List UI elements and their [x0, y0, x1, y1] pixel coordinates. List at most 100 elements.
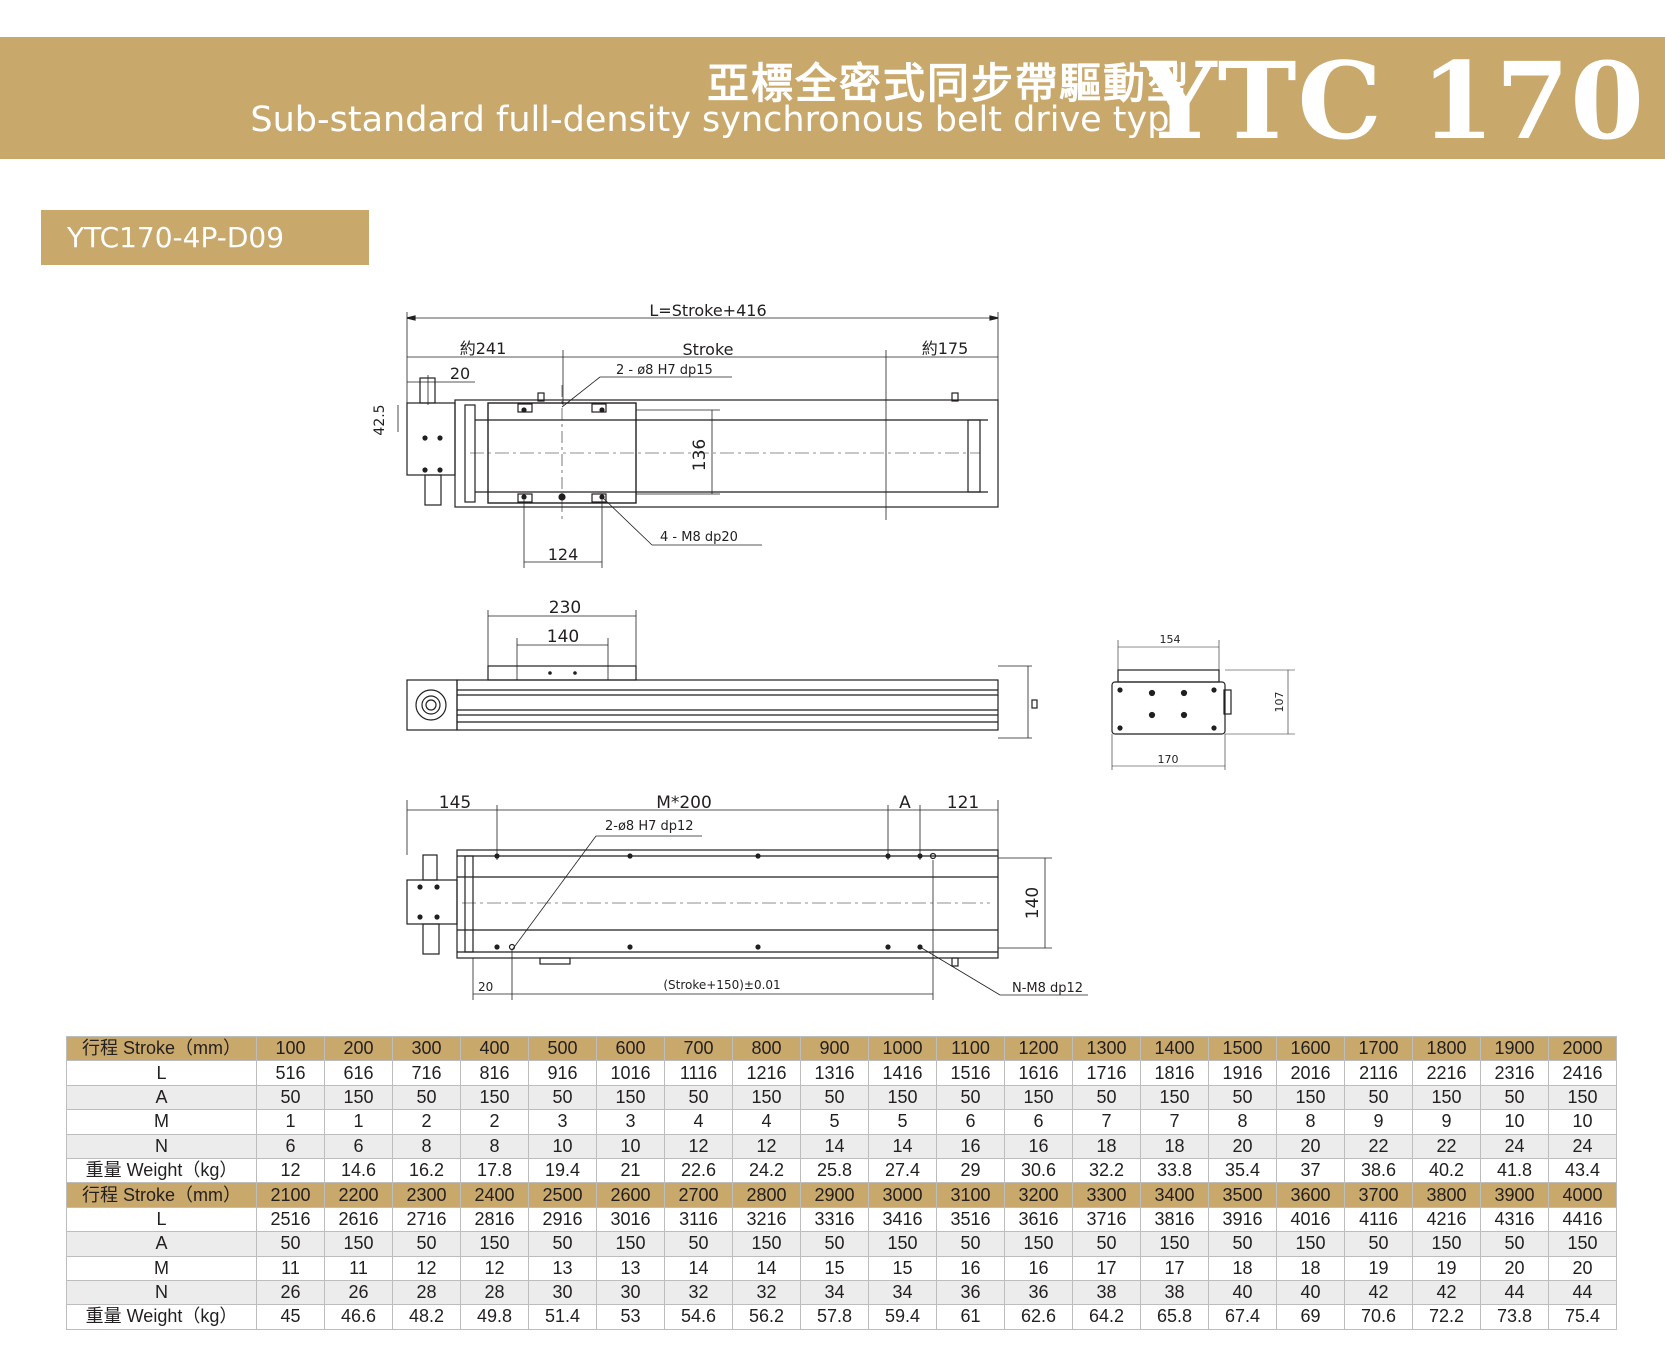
table-cell: 30.6 — [1004, 1157, 1073, 1184]
table-cell: 27.4 — [868, 1157, 937, 1184]
table-cell: 32 — [664, 1279, 733, 1306]
table-cell: 1800 — [1412, 1035, 1481, 1062]
table-cell: 29 — [936, 1157, 1005, 1184]
table-cell: 16 — [1004, 1255, 1073, 1281]
table-cell: 8 — [1208, 1109, 1277, 1135]
title-chinese: 亞標全密式同步帶驅動型 — [706, 59, 1191, 108]
table-cell: 2000 — [1548, 1035, 1617, 1062]
table-cell: 12 — [256, 1157, 325, 1184]
table-cell: 150 — [1276, 1231, 1345, 1257]
table-cell: 53 — [596, 1304, 665, 1330]
table-cell: 3500 — [1208, 1182, 1277, 1208]
table-cell: 6 — [1004, 1109, 1073, 1135]
table-cell: 2100 — [256, 1182, 325, 1208]
table-cell: 10 — [1480, 1109, 1549, 1135]
table-cell: 1516 — [936, 1060, 1005, 1086]
table-cell: 11 — [256, 1255, 325, 1281]
dim-230: 230 — [549, 598, 581, 618]
table-cell: 1216 — [732, 1060, 801, 1086]
row-label: M — [66, 1109, 257, 1135]
table-cell: 150 — [868, 1231, 937, 1257]
n-note: N-M8 dp12 — [1012, 981, 1083, 996]
table-cell: 1916 — [1208, 1060, 1277, 1086]
table-cell: 40.2 — [1412, 1157, 1481, 1184]
table-cell: 400 — [460, 1035, 529, 1062]
title-english: Sub-standard full-density synchronous be… — [250, 100, 1191, 140]
table-cell: 22 — [1412, 1133, 1481, 1159]
table-cell: 600 — [596, 1035, 665, 1062]
table-cell: 150 — [868, 1084, 937, 1111]
table-cell: 36 — [1004, 1279, 1073, 1306]
table-cell: 1100 — [936, 1035, 1005, 1062]
table-cell: 36 — [936, 1279, 1005, 1306]
table-cell: 32.2 — [1072, 1157, 1141, 1184]
table-cell: 50 — [392, 1231, 461, 1257]
table-cell: 150 — [324, 1231, 393, 1257]
table-cell: 2900 — [800, 1182, 869, 1208]
table-cell: 17.8 — [460, 1157, 529, 1184]
table-cell: 516 — [256, 1060, 325, 1086]
table-cell: 816 — [460, 1060, 529, 1086]
table-cell: 150 — [1004, 1084, 1073, 1111]
table-cell: 200 — [324, 1035, 393, 1062]
table-cell: 56.2 — [732, 1304, 801, 1330]
table-cell: 25.8 — [800, 1157, 869, 1184]
table-cell: 150 — [324, 1084, 393, 1111]
table-cell: 616 — [324, 1060, 393, 1086]
table-cell: 6 — [936, 1109, 1005, 1135]
table-cell: 3800 — [1412, 1182, 1481, 1208]
dim-170: 170 — [1158, 753, 1179, 766]
table-cell: 4416 — [1548, 1206, 1617, 1233]
dim-overall-length: L=Stroke+416 — [649, 301, 766, 320]
top-view: L=Stroke+416 約241 Stroke 約175 20 42.5 — [372, 301, 999, 568]
table-cell: 21 — [596, 1157, 665, 1184]
table-cell: 150 — [1548, 1084, 1617, 1111]
table-cell: 3316 — [800, 1206, 869, 1233]
table-cell: 150 — [596, 1231, 665, 1257]
table-cell: 6 — [256, 1133, 325, 1159]
table-cell: 8 — [392, 1133, 461, 1159]
table-cell: 2416 — [1548, 1060, 1617, 1086]
table-cell: 100 — [256, 1035, 325, 1062]
table-cell: 1616 — [1004, 1060, 1073, 1086]
table-cell: 57.8 — [800, 1304, 869, 1330]
row-label: A — [66, 1084, 257, 1111]
dim-stroke: Stroke — [683, 340, 734, 359]
table-cell: 800 — [732, 1035, 801, 1062]
table-cell: 44 — [1480, 1279, 1549, 1306]
table-cell: 28 — [460, 1279, 529, 1306]
table-cell: 4016 — [1276, 1206, 1345, 1233]
row-label: N — [66, 1279, 257, 1306]
table-cell: 2016 — [1276, 1060, 1345, 1086]
table-cell: 5 — [868, 1109, 937, 1135]
table-cell: 50 — [800, 1231, 869, 1257]
table-cell: 8 — [1276, 1109, 1345, 1135]
table-cell: 1900 — [1480, 1035, 1549, 1062]
table-cell: 72.2 — [1412, 1304, 1481, 1330]
table-cell: 17 — [1140, 1255, 1209, 1281]
row-label: 重量 Weight（kg） — [66, 1304, 257, 1330]
table-cell: 75.4 — [1548, 1304, 1617, 1330]
dim-20-bottom: 20 — [478, 980, 493, 994]
table-cell: 150 — [460, 1084, 529, 1111]
table-cell: 33.8 — [1140, 1157, 1209, 1184]
table-cell: 900 — [800, 1035, 869, 1062]
table-cell: 14 — [868, 1133, 937, 1159]
model-tag: YTC170-4P-D09 — [41, 210, 369, 265]
table-cell: 5 — [800, 1109, 869, 1135]
table-cell: 3816 — [1140, 1206, 1209, 1233]
table-cell: 38 — [1072, 1279, 1141, 1306]
row-label: N — [66, 1133, 257, 1159]
side-view: 230 140 — [406, 598, 1038, 739]
table-cell: 50 — [1208, 1084, 1277, 1111]
table-cell: 10 — [1548, 1109, 1617, 1135]
table-cell: 150 — [1140, 1084, 1209, 1111]
table-cell: 12 — [664, 1133, 733, 1159]
table-cell: 18 — [1276, 1255, 1345, 1281]
